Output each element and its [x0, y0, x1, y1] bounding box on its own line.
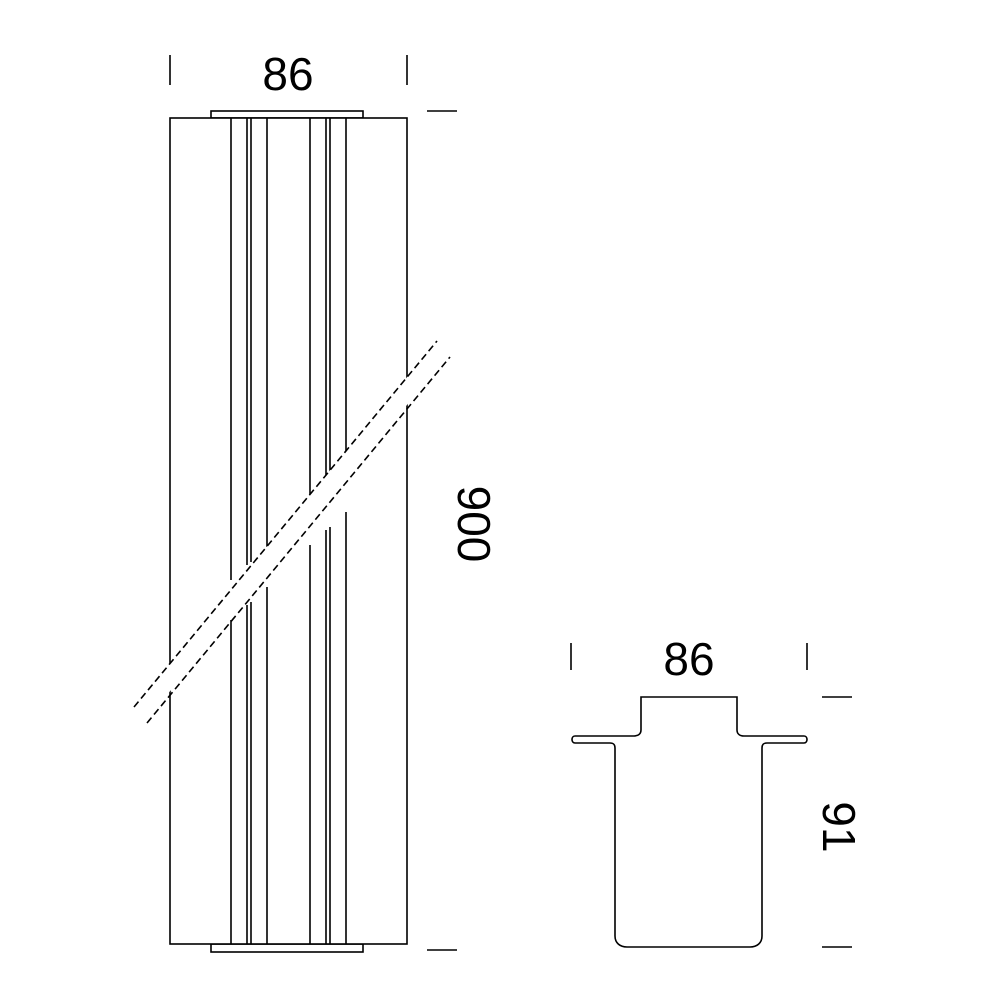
front-view	[133, 55, 457, 953]
section-width-label: 86	[663, 633, 714, 685]
front-width-label: 86	[262, 48, 313, 100]
section-profile	[571, 696, 808, 948]
front-height-label: 900	[448, 486, 500, 563]
front-top-cap	[210, 110, 364, 119]
section-view	[570, 643, 852, 948]
front-bottom-cap	[210, 943, 364, 953]
front-groove-lines-lower	[230, 512, 347, 944]
break-line-upper	[133, 340, 438, 708]
front-break-band	[134, 341, 450, 719]
break-line-lower	[146, 356, 451, 724]
section-height-label: 91	[813, 801, 865, 852]
front-groove-lines-upper	[230, 118, 347, 580]
